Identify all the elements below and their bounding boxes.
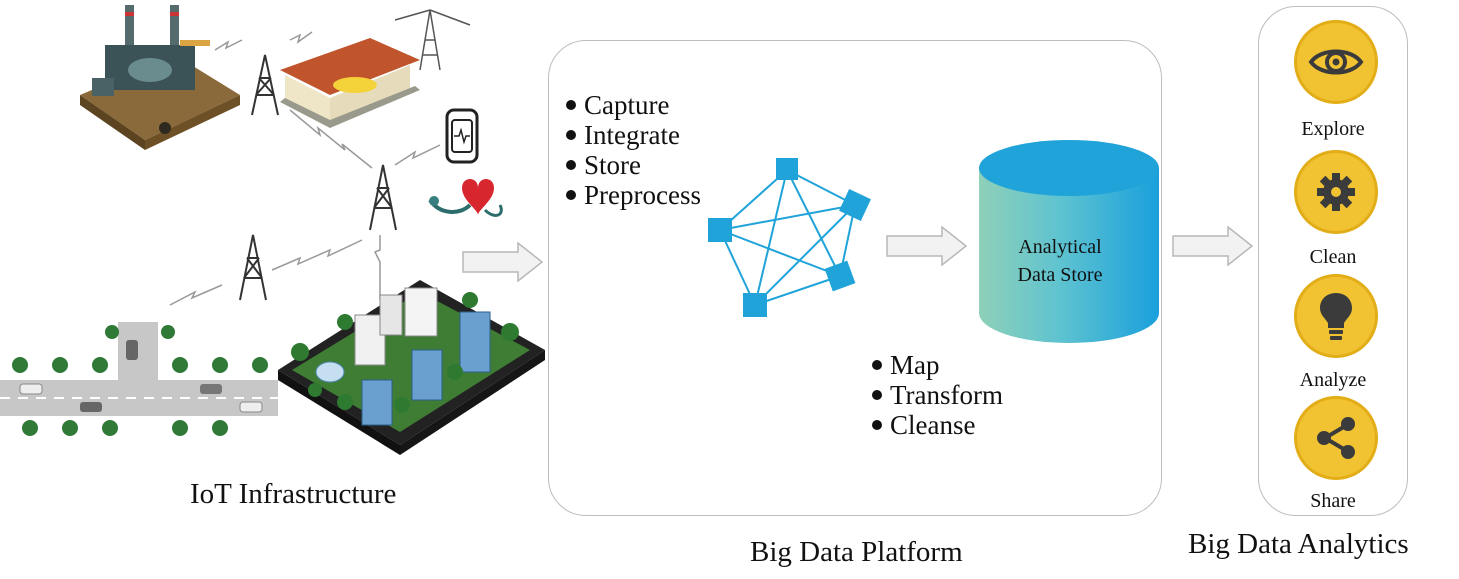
data-store-label-line: Analytical (1018, 236, 1102, 258)
bullet-icon (872, 420, 882, 430)
process-steps-list: Map Transform Cleanse (872, 350, 1003, 440)
list-item-label: Integrate (584, 120, 680, 150)
list-item: Capture (566, 90, 701, 120)
bullet-icon (566, 130, 576, 140)
bullet-icon (566, 100, 576, 110)
share-step-icon-circle (1294, 396, 1378, 480)
clean-step-icon-circle (1294, 150, 1378, 234)
ingest-steps-list: Capture Integrate Store Preprocess (566, 90, 701, 210)
explore-label: Explore (1301, 118, 1365, 140)
data-store-label: Analytical Data Store (970, 233, 1150, 289)
iot-illustration (0, 5, 545, 455)
share-label: Share (1310, 490, 1356, 512)
eye-icon (1308, 49, 1364, 75)
flow-arrow (1172, 226, 1254, 266)
list-item: Store (566, 150, 701, 180)
cell-tower-icon (251, 54, 279, 116)
list-item-label: Preprocess (584, 180, 701, 210)
heart-monitor-icon (428, 179, 503, 217)
gear-icon (1317, 173, 1355, 211)
clean-label: Clean (1309, 246, 1357, 268)
data-store-label-line: Data Store (1017, 264, 1103, 286)
factory-icon (80, 5, 240, 150)
bullet-icon (872, 360, 882, 370)
list-item-label: Store (584, 150, 641, 180)
cell-tower-icon (239, 234, 267, 301)
list-item: Cleanse (872, 410, 1003, 440)
list-item-label: Transform (890, 380, 1004, 410)
list-item: Integrate (566, 120, 701, 150)
big-data-analytics-caption: Big Data Analytics (1188, 528, 1409, 560)
lightbulb-icon (1320, 293, 1352, 340)
bullet-icon (872, 390, 882, 400)
bullet-icon (566, 160, 576, 170)
analyze-label: Analyze (1299, 369, 1367, 391)
list-item: Transform (872, 380, 1003, 410)
bullet-icon (566, 190, 576, 200)
smart-city-icon (278, 280, 545, 455)
network-graph-icon (708, 158, 871, 317)
share-icon (1317, 417, 1355, 459)
big-data-analytics-box (1258, 6, 1408, 516)
flow-arrow (462, 242, 544, 282)
list-item-label: Map (890, 350, 940, 380)
smart-home-icon (280, 38, 420, 128)
flow-arrow (886, 226, 968, 266)
data-store-cylinder-icon (979, 140, 1159, 343)
power-pylon-icon (394, 9, 471, 71)
iot-infrastructure-caption: IoT Infrastructure (190, 478, 397, 510)
cell-tower-icon (369, 164, 397, 231)
smartwatch-icon (445, 108, 479, 164)
list-item: Map (872, 350, 1003, 380)
list-item-label: Capture (584, 90, 670, 120)
traffic-road-icon (0, 322, 278, 436)
analyze-step-icon-circle (1294, 274, 1378, 358)
big-data-platform-box (548, 40, 1162, 516)
list-item-label: Cleanse (890, 410, 976, 440)
explore-step-icon-circle (1294, 20, 1378, 104)
big-data-platform-caption: Big Data Platform (750, 536, 963, 568)
list-item: Preprocess (566, 180, 701, 210)
wireless-signal-lines (169, 31, 441, 306)
